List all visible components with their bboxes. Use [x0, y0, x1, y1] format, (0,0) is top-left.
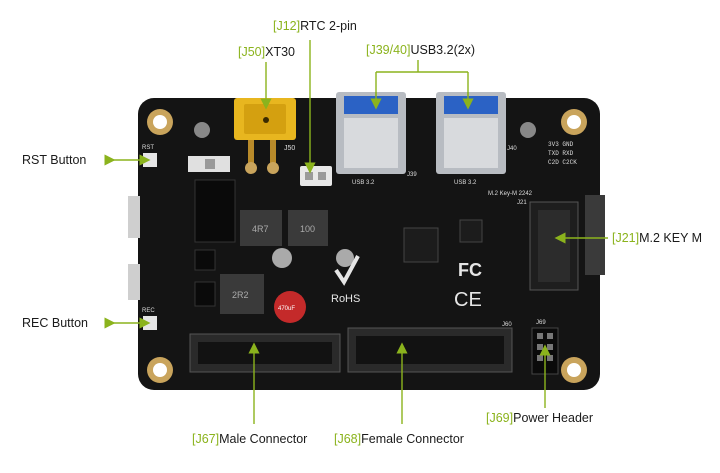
- m2-slot: [529, 201, 579, 291]
- label-j67: [J67]Male Connector: [192, 431, 307, 447]
- pins-silk-b: TXD RXD: [548, 150, 574, 157]
- label-j68-code: [J68]: [334, 432, 362, 446]
- svg-text:2R2: 2R2: [232, 290, 249, 300]
- label-j12-text: RTC 2-pin: [300, 19, 357, 33]
- svg-text:100: 100: [300, 224, 315, 234]
- svg-text:4R7: 4R7: [252, 224, 269, 234]
- label-j50: [J50]XT30: [238, 44, 295, 60]
- male-connector-part: [189, 333, 341, 373]
- female-connector-part: [347, 327, 513, 373]
- j21-silk: J21: [517, 200, 527, 206]
- pins-silk-a: 3V3 GND: [548, 141, 574, 148]
- rec-silk: REC: [142, 308, 155, 314]
- label-j12-code: [J12]: [273, 19, 301, 33]
- fc-mark: FC: [458, 260, 482, 280]
- pins-silk-c: C2D C2CK: [548, 159, 577, 166]
- usb-port-left: [336, 92, 406, 174]
- m2-silk: M.2 Key-M 2242: [488, 191, 533, 197]
- label-rst-text: RST Button: [22, 153, 87, 167]
- label-j50-code: [J50]: [238, 45, 266, 59]
- usb-left-silk: USB 3.2: [352, 180, 375, 186]
- chip-small: [459, 219, 483, 243]
- label-j69-code: [J69]: [486, 411, 514, 425]
- label-j39-40: [J39/40]USB3.2(2x): [366, 42, 475, 58]
- label-j69-text: Power Header: [513, 411, 594, 425]
- usb-right-silk: USB 3.2: [454, 180, 477, 186]
- label-j12: [J12]RTC 2-pin: [273, 18, 357, 34]
- label-rst: RST Button: [22, 152, 86, 168]
- rohs-mark: RoHS: [331, 293, 360, 305]
- board-right-edge: [585, 195, 605, 275]
- ce-mark: CE: [454, 289, 482, 311]
- left-port-a: [128, 196, 140, 238]
- label-j39-40-code: [J39/40]: [366, 43, 411, 57]
- label-j67-code: [J67]: [192, 432, 220, 446]
- label-j39-40-text: USB3.2(2x): [410, 43, 476, 57]
- j50-silk: J50: [284, 145, 295, 152]
- label-j21: [J21]M.2 KEY M: [612, 230, 702, 246]
- label-j69: [J69]Power Header: [486, 410, 593, 426]
- mounting-holes: [147, 109, 587, 383]
- j40-silk: J40: [507, 146, 517, 152]
- power-components: 4R7 100 2R2 470uF: [194, 179, 354, 323]
- rst-silk: RST: [142, 145, 154, 151]
- label-j50-text: XT30: [265, 45, 295, 59]
- leader-lines: [104, 40, 608, 424]
- left-port-b: [128, 264, 140, 300]
- j69-silk: J69: [536, 320, 546, 326]
- j39-silk: J39: [407, 172, 417, 178]
- rst-button-part: [143, 153, 157, 167]
- rtc-header: [300, 166, 332, 186]
- label-rec-text: REC Button: [22, 316, 89, 330]
- chip-main: [403, 227, 439, 263]
- label-j67-text: Male Connector: [219, 432, 308, 446]
- label-j68-text: Female Connector: [361, 432, 464, 446]
- rec-button-part: [143, 316, 157, 330]
- label-rec: REC Button: [22, 315, 88, 331]
- label-j68: [J68]Female Connector: [334, 431, 464, 447]
- check-mark: [334, 255, 360, 286]
- label-j21-code: [J21]: [612, 231, 640, 245]
- xt30-connector: [234, 98, 296, 174]
- label-j21-text: M.2 KEY M: [639, 231, 703, 245]
- usb-port-right: [436, 92, 506, 174]
- svg-text:470uF: 470uF: [278, 306, 295, 312]
- j60-silk: J60: [502, 322, 512, 328]
